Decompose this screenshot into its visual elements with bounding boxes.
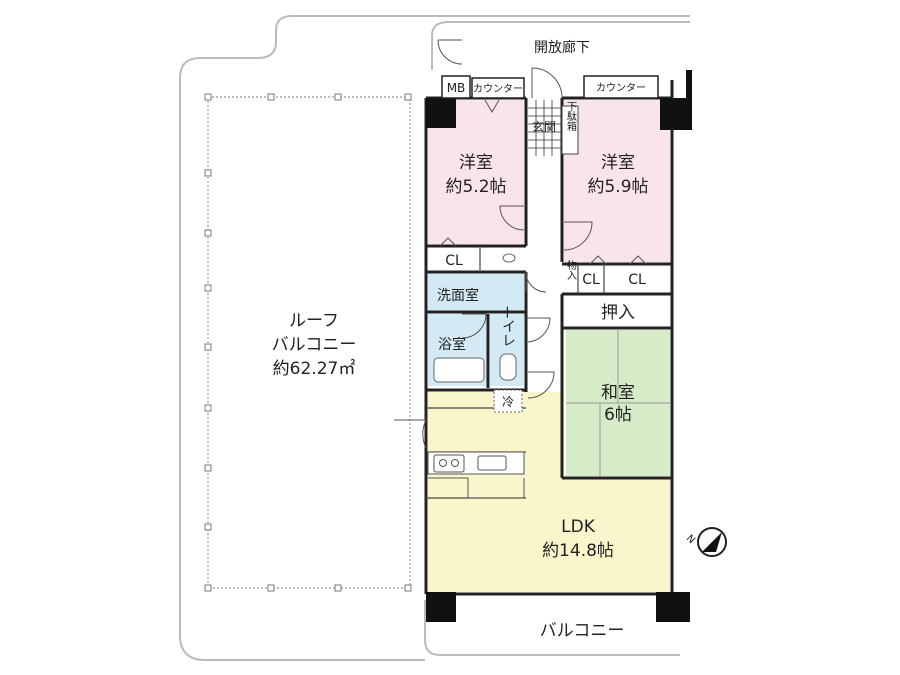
bath-label: 浴室	[438, 336, 466, 353]
fridge-label: 冷	[502, 395, 514, 409]
north-compass: N	[684, 527, 727, 557]
cl-right-1-label: CL	[582, 272, 600, 288]
toilet-fixture	[499, 353, 517, 381]
fridge-space	[493, 389, 523, 413]
tatami-size: 6帖	[604, 405, 632, 425]
storage-label: 物入	[565, 259, 577, 280]
roof-balcony-label-1: ルーフ	[289, 311, 339, 331]
toilet-label: トイレ	[500, 305, 516, 347]
roof-balcony-posts	[204, 93, 412, 592]
tatami-grid	[566, 330, 670, 476]
room-washroom	[428, 272, 524, 312]
north-label: N	[684, 533, 697, 546]
kitchen-sink	[477, 455, 507, 471]
entrance-floor	[528, 100, 562, 156]
shoe-box-label: 下駄箱	[565, 101, 577, 132]
kitchen-stove	[433, 454, 465, 473]
tatami-name: 和室	[601, 383, 635, 403]
shoe-box	[561, 105, 579, 155]
kitchen-lower-counter	[428, 477, 525, 499]
mb-box	[441, 75, 471, 99]
walls	[424, 80, 674, 596]
room-left-name: 洋室	[459, 153, 493, 173]
entrance-tiles	[528, 100, 562, 156]
room-ldk	[428, 392, 670, 592]
counter-right-box	[583, 75, 659, 99]
roof-balcony-outline	[179, 15, 690, 661]
room-left-size: 約5.2帖	[445, 177, 506, 197]
corridor-label: 開放廊下	[534, 39, 590, 56]
roof-balcony-label-3: 約62.27㎡	[273, 359, 356, 379]
counter-left-box	[471, 77, 525, 99]
balcony-outline	[424, 600, 680, 656]
bathtub	[433, 357, 485, 383]
entrance-label: 玄関	[532, 119, 556, 134]
roof-balcony-label-2: バルコニー	[272, 335, 357, 355]
roof-balcony-boundary	[207, 96, 411, 589]
oshiire-label: 押入	[601, 303, 635, 323]
cl-right-2-label: CL	[628, 272, 646, 288]
corridor-outline	[431, 21, 690, 70]
room-western-right	[564, 100, 670, 262]
ldk-name: LDK	[561, 517, 596, 537]
counter-right-label: カウンター	[596, 82, 646, 94]
room-right-size: 約5.9帖	[587, 177, 648, 197]
cl-left-label: CL	[445, 253, 463, 269]
columns	[426, 70, 692, 622]
door-swings	[394, 39, 647, 449]
mb-label: MB	[447, 81, 466, 95]
room-right-name: 洋室	[601, 153, 635, 173]
ldk-size: 約14.8帖	[542, 541, 614, 561]
washroom-label: 洗面室	[437, 287, 479, 304]
balcony-label: バルコニー	[540, 621, 625, 641]
wash-basin	[502, 253, 516, 263]
counter-left-label: カウンター	[473, 83, 523, 95]
